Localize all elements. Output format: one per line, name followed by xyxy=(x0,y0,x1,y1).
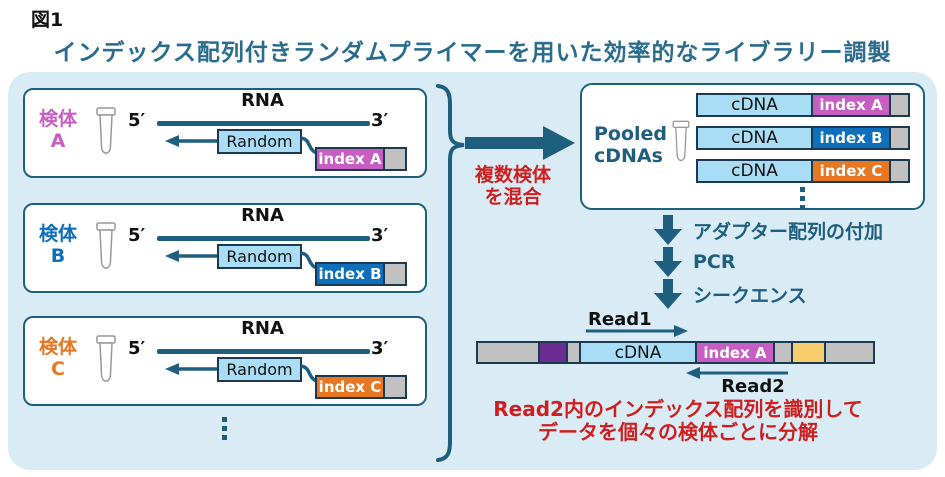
pooled-bar-c: cDNA index C xyxy=(696,159,910,183)
cdna-segment: cDNA xyxy=(696,159,813,183)
adapter-segment xyxy=(538,341,568,364)
tube-icon xyxy=(96,335,116,382)
rna-strand xyxy=(157,236,370,241)
extension-arrow-icon xyxy=(165,135,221,147)
five-prime-label: 5′ xyxy=(128,338,146,359)
pooled-cdnas-panel: Pooled cDNAs cDNA index A cDNA index B c… xyxy=(580,83,925,210)
sample-id: A xyxy=(50,130,66,152)
adapter-segment xyxy=(476,341,540,364)
cdna-segment: cDNA xyxy=(696,93,813,117)
sample-box-c: 検体 C 5′ RNA 3′ Random index C xyxy=(23,316,427,406)
step-label: アダプター配列の付加 xyxy=(693,220,884,243)
adapter-segment xyxy=(773,341,793,364)
pooled-title-line1: Pooled xyxy=(594,123,668,145)
read1-arrow-icon xyxy=(586,325,688,337)
mix-label: 複数検体 を混合 xyxy=(448,164,578,208)
spacer-segment xyxy=(889,159,910,183)
index-segment: index A xyxy=(811,93,891,117)
five-prime-label: 5′ xyxy=(128,225,146,246)
sample-name: 検体 xyxy=(38,336,77,358)
mix-label-line1: 複数検体 xyxy=(474,164,551,186)
figure-tag: 図1 xyxy=(31,9,64,31)
index-chip: index B xyxy=(315,262,385,286)
random-primer-box: Random xyxy=(217,244,302,269)
random-primer-box: Random xyxy=(217,357,302,382)
rna-label: RNA xyxy=(241,205,284,226)
pooled-bar-a: cDNA index A xyxy=(696,93,910,117)
spacer-chip xyxy=(383,375,407,399)
spacer-chip xyxy=(383,147,407,171)
sample-box-b: 検体 B 5′ RNA 3′ Random index B xyxy=(23,203,427,293)
sample-name: 検体 xyxy=(38,108,77,130)
sequencing-construct: cDNA index A xyxy=(476,341,875,364)
more-samples-ellipsis xyxy=(222,417,227,440)
sample-name: 検体 xyxy=(38,223,77,245)
caption-line1: Read2内のインデックス配列を識別して xyxy=(493,397,863,421)
random-primer-box: Random xyxy=(217,129,302,154)
cdna-segment: cDNA xyxy=(579,341,697,364)
diagram-background: 検体 A 5′ RNA 3′ Random index A xyxy=(8,72,937,470)
sample-id: C xyxy=(51,358,65,380)
step-label: PCR xyxy=(693,251,736,273)
spacer-segment xyxy=(889,93,910,117)
read1-label: Read1 xyxy=(588,309,652,330)
down-arrow-icon xyxy=(654,278,682,309)
three-prime-label: 3′ xyxy=(371,338,389,359)
cdna-segment: cDNA xyxy=(696,126,813,150)
step-adapter: アダプター配列の付加 xyxy=(653,214,883,246)
three-prime-label: 3′ xyxy=(371,225,389,246)
read2-label: Read2 xyxy=(721,376,785,397)
sample-id: B xyxy=(50,245,66,267)
step-sequence: シークエンス xyxy=(653,278,883,310)
rna-label: RNA xyxy=(241,90,284,111)
index-segment: index B xyxy=(811,126,891,150)
tube-icon xyxy=(96,107,116,154)
down-arrow-icon xyxy=(654,214,682,245)
five-prime-label: 5′ xyxy=(128,110,146,131)
index-chip: index A xyxy=(315,147,385,171)
pooled-bar-b: cDNA index B xyxy=(696,126,910,150)
down-arrow-icon xyxy=(654,246,682,277)
extension-arrow-icon xyxy=(165,363,221,375)
tube-icon xyxy=(672,120,690,162)
mix-arrow-icon xyxy=(465,126,575,160)
pooled-title-line2: cDNAs xyxy=(594,145,663,167)
spacer-segment xyxy=(889,126,910,150)
sample-label: 検体 A xyxy=(35,108,81,152)
mix-label-line2: を混合 xyxy=(484,186,542,208)
caption-line2: データを個々の検体ごとに分解 xyxy=(538,420,818,444)
process-steps: アダプター配列の付加 PCR シークエンス xyxy=(653,214,883,310)
step-label: シークエンス xyxy=(693,284,807,307)
tube-icon xyxy=(96,222,116,269)
adapter-segment xyxy=(791,341,826,364)
adapter-segment xyxy=(824,341,875,364)
pooled-title: Pooled cDNAs xyxy=(594,123,667,167)
rna-label: RNA xyxy=(241,318,284,339)
sample-label: 検体 B xyxy=(35,223,81,267)
extension-arrow-icon xyxy=(165,250,221,262)
rna-strand xyxy=(157,121,370,126)
three-prime-label: 3′ xyxy=(371,110,389,131)
more-bars-ellipsis xyxy=(800,187,805,210)
spacer-chip xyxy=(383,262,407,286)
step-pcr: PCR xyxy=(653,246,883,278)
index-segment: index C xyxy=(811,159,891,183)
rna-strand xyxy=(157,349,370,354)
sample-box-a: 検体 A 5′ RNA 3′ Random index A xyxy=(23,88,427,178)
index-chip: index C xyxy=(315,375,385,399)
sample-label: 検体 C xyxy=(35,336,81,380)
demultiplex-caption: Read2内のインデックス配列を識別して データを個々の検体ごとに分解 xyxy=(453,398,903,444)
figure-title: インデックス配列付きランダムプライマーを用いた効率的なライブラリー調製 xyxy=(53,40,892,66)
grouping-brace xyxy=(436,84,465,462)
read2-arrow-icon xyxy=(686,367,788,379)
index-segment: index A xyxy=(695,341,775,364)
